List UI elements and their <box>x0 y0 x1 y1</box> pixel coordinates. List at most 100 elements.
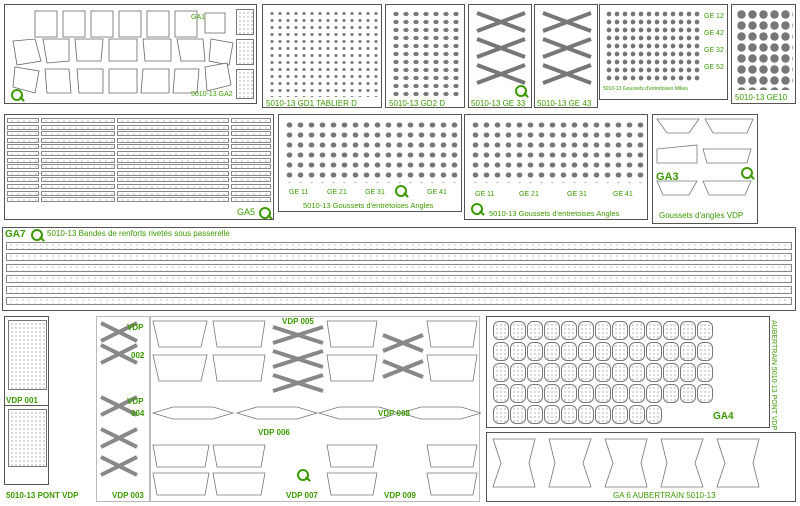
ga4-plate <box>629 342 645 361</box>
ga5-strip <box>231 184 271 189</box>
ga5-strip <box>41 151 115 156</box>
ga4-plate <box>612 321 628 340</box>
angles-b-tag-21: GE 21 <box>519 191 539 198</box>
ga5-strip <box>7 124 39 130</box>
ga5-strip <box>231 177 271 183</box>
ga4-plate <box>612 384 628 403</box>
ga4-plate <box>578 363 594 382</box>
angles-a-tag-21: GE 21 <box>327 189 347 196</box>
vdp008-label: VDP 008 <box>378 409 410 418</box>
ga5-strip <box>7 190 39 196</box>
sheet-gd2: 5010-13 GD2 D <box>385 4 465 108</box>
ga5-strip <box>41 164 115 170</box>
ga5-strip <box>231 157 271 163</box>
ga5-strip <box>231 151 271 156</box>
ga5-strip <box>41 137 115 143</box>
ga4-vertical-label: AUBERTRAIN 5010-13 PONT VDP <box>770 320 777 431</box>
ga1-side-part <box>236 39 254 65</box>
ga4-plate <box>493 405 509 424</box>
angles-a-tag-11: GE 11 <box>289 189 309 196</box>
gd2-label: 5010-13 GD2 D <box>389 99 446 108</box>
sheet-vdp-main <box>150 316 481 502</box>
ga4-plate <box>663 321 679 340</box>
angles-b-parts-grid <box>469 119 645 183</box>
ga5-strip <box>231 164 271 170</box>
vdp006-label: VDP 006 <box>258 428 290 437</box>
ga4-name: GA4 <box>713 411 734 422</box>
sheet-ga5: GA5 <box>4 114 274 220</box>
ga5-strip <box>41 177 115 183</box>
ga5-strip <box>7 131 39 137</box>
ga4-plate <box>663 363 679 382</box>
ge33-label: 5010-13 GE 33 <box>471 99 526 108</box>
ga4-plate <box>527 363 543 382</box>
ga4-plate <box>544 342 560 361</box>
ga5-strip <box>117 157 229 163</box>
ga5-label: GA5 <box>237 207 256 217</box>
ga5-strip <box>41 170 115 176</box>
ga6-caption: GA 6 AUBERTRAIN 5010-13 <box>613 491 716 500</box>
vdp009-label: VDP 009 <box>384 491 416 500</box>
ga1-side-part <box>236 69 254 99</box>
ga4-plate <box>493 342 509 361</box>
aubertrain-logo-icon <box>259 207 271 219</box>
ga4-plate <box>629 363 645 382</box>
ga4-plate <box>510 384 526 403</box>
ga5-strip <box>117 131 229 137</box>
ga4-plate <box>578 321 594 340</box>
ga4-plate <box>510 405 526 424</box>
ga5-strip <box>7 197 39 203</box>
aubertrain-logo-icon <box>31 229 43 241</box>
ga5-strip <box>117 144 229 150</box>
ga5-strip <box>117 177 229 183</box>
ge-tag-12: GE 12 <box>704 13 724 20</box>
aubertrain-logo-icon <box>515 85 527 97</box>
ga5-strip <box>7 144 39 150</box>
ga4-plate <box>646 363 662 382</box>
sheet-vdp001 <box>4 316 49 406</box>
ge-milieu-parts-grid <box>604 9 700 81</box>
aubertrain-logo-icon <box>741 167 753 179</box>
ga4-plate <box>646 384 662 403</box>
ga7-strip <box>6 253 792 261</box>
ga4-plate <box>510 342 526 361</box>
ga5-strip <box>7 137 39 143</box>
sheet-ge43: 5010-13 GE 43 <box>534 4 598 108</box>
ga4-plate <box>697 363 713 382</box>
sheet-gd1: 5010-13 GD1 TABLIER D <box>262 4 382 108</box>
pont-vdp-part <box>8 409 47 467</box>
gd2-parts-grid <box>390 9 462 97</box>
ga5-strip <box>231 131 271 137</box>
ga5-strip <box>7 164 39 170</box>
ga7-strip <box>6 264 792 272</box>
ga4-plate <box>646 405 662 424</box>
ge10-parts-grid <box>735 8 793 90</box>
ga4-plate <box>578 342 594 361</box>
ga4-plate <box>646 321 662 340</box>
vdp001-label: VDP 001 <box>6 396 38 405</box>
ga4-plate <box>629 384 645 403</box>
ga4-plate <box>493 363 509 382</box>
angles-a-tag-31: GE 31 <box>365 189 385 196</box>
sheet-ga6: GA 6 AUBERTRAIN 5010-13 <box>486 432 796 502</box>
sheet-angles-a: GE 11 GE 21 GE 31 GE 41 5010-13 Goussets… <box>278 114 462 212</box>
sheet-ga4: GA4 <box>486 316 770 428</box>
ga1-name: GA1 <box>191 14 206 21</box>
ge10-label: 5010-13 GE10 <box>735 93 788 102</box>
ga7-name: GA7 <box>5 229 26 240</box>
aubertrain-logo-icon <box>297 469 309 481</box>
ga5-strip <box>231 197 271 203</box>
ga5-strip <box>41 157 115 163</box>
ga4-plate <box>544 321 560 340</box>
ga4-plate <box>663 342 679 361</box>
ga5-strip <box>231 124 271 130</box>
ga7-caption: 5010-13 Bandes de renforts rivetés sous … <box>47 229 230 238</box>
ga4-plate <box>544 363 560 382</box>
ga3-caption: Goussets d'angles VDP <box>659 211 744 220</box>
ga4-plate <box>612 342 628 361</box>
ga7-strip <box>6 297 792 305</box>
aubertrain-logo-icon <box>471 203 483 215</box>
ga4-plate <box>595 363 611 382</box>
ga7-strip <box>6 286 792 294</box>
ga4-plate <box>697 342 713 361</box>
